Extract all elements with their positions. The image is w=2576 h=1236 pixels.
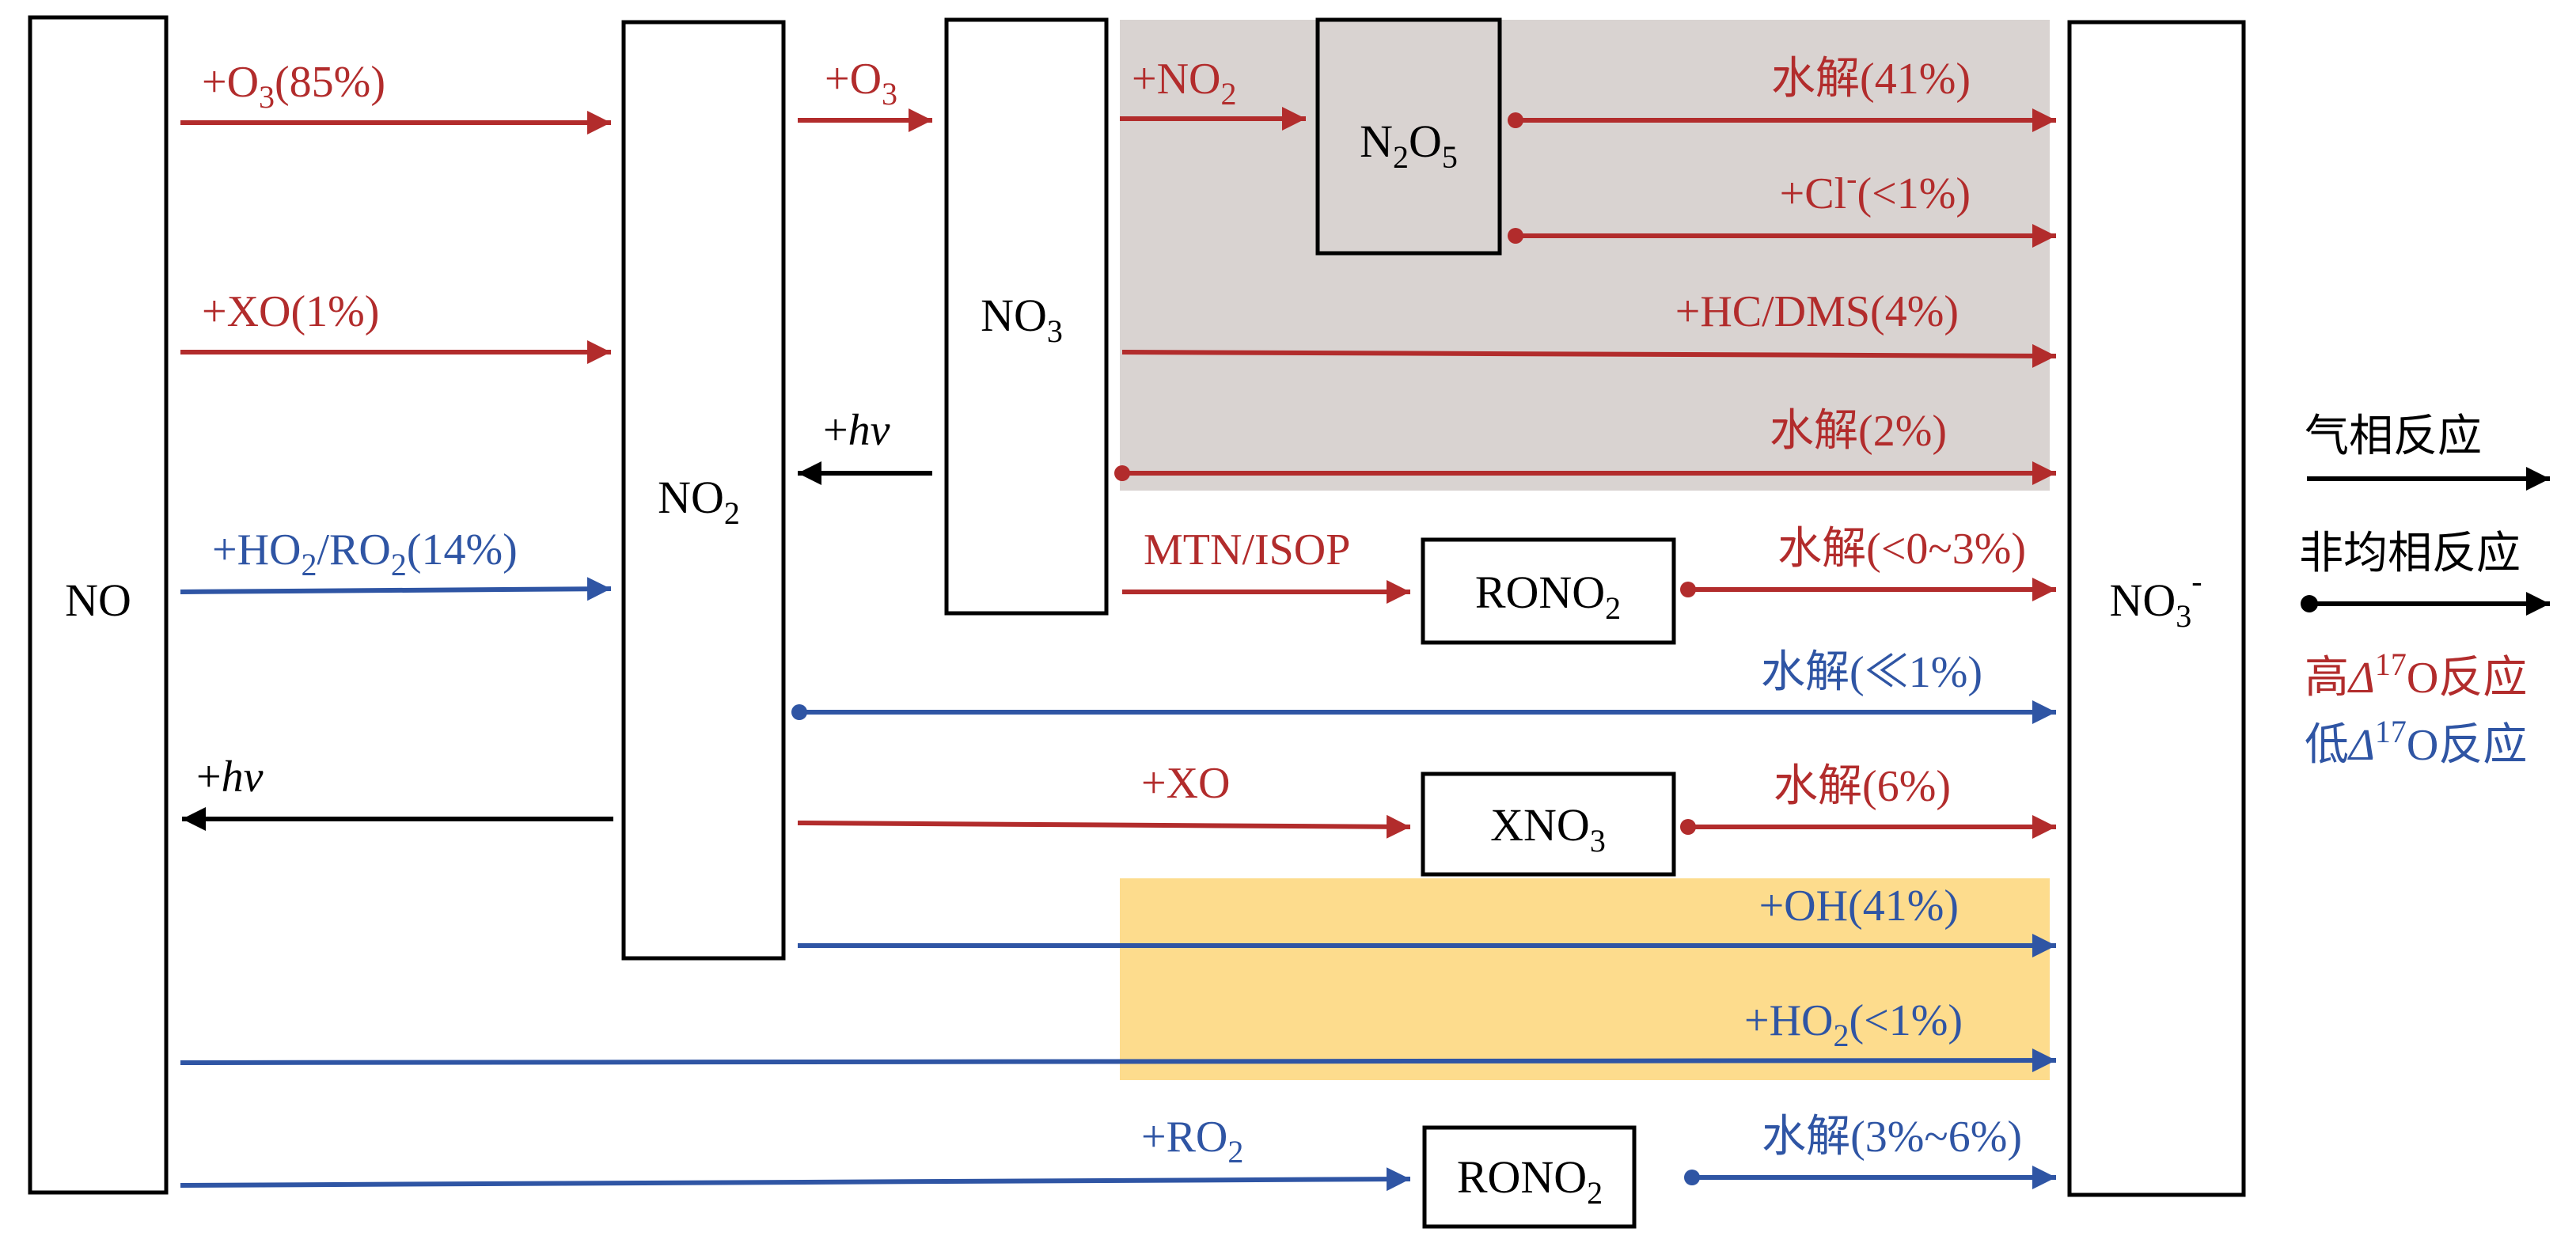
legend-high-d17o: 高Δ17O反应 [2305,646,2527,703]
species-rono2-lower-label: RONO2 [1457,1151,1603,1211]
species-no-label: NO [65,574,131,626]
hetero-dot-no2-hydrolysis [791,704,807,720]
species-nitrate-label: NO3- [2109,563,2202,634]
hetero-dot-n2o5-cl [1508,228,1523,244]
arrow-no2-to-xno3 [797,814,1411,839]
species-n2o5-box: N2O5 [1315,17,1502,256]
species-nitrate-box: NO3- [2067,20,2246,1197]
species-no3-label: NO3 [981,290,1063,349]
hetero-dot-n2o5-hydrolysis [1508,112,1523,128]
legend-heterogeneous-label: 非均相反应 [2299,529,2521,578]
species-rono2-box: RONO2 [1421,537,1676,645]
label-hydrolysis-2: 水解(2%) [1770,407,1947,456]
label-hc-dms-4: +HC/DMS(4%) [1675,287,1959,336]
hetero-dot-rono2-hydrolysis [1680,582,1696,597]
label-mtn-isop: MTN/ISOP [1144,525,1350,574]
hetero-dot-xno3-hydrolysis [1680,819,1696,835]
legend: 气相反应 非均相反应 高Δ17O反应 低Δ17O反应 [2299,412,2550,770]
species-rono2-label: RONO2 [1475,567,1621,626]
arrow-no-to-no2-ho2-ro2 [180,577,612,601]
label-hydrolysis-3-6: 水解(3%~6%) [1762,1113,2022,1162]
label-xo: +XO [1141,759,1230,808]
arrow-no3-hc-dms [1121,343,2057,368]
label-ho2-ro2-14: +HO2/RO2(14%) [212,525,518,582]
label-hydrolysis-41: 水解(41%) [1771,55,1971,104]
hetero-dot-no3-hydrolysis [1114,465,1130,481]
label-oh-41: +OH(41%) [1759,882,1959,931]
label-xo-1: +XO(1%) [202,287,379,336]
label-o3-85: +O3(85%) [202,58,385,115]
label-no2-add: +NO2 [1132,55,1236,112]
label-hydrolysis-6: 水解(6%) [1774,762,1951,811]
yellow-region [1120,878,2050,1080]
label-ho2: +HO2(<1%) [1744,996,1963,1053]
legend-low-d17o: 低Δ17O反应 [2305,714,2527,770]
hetero-dot-rono2-lower-hydrolysis [1684,1170,1700,1185]
species-no-box: NO [28,15,169,1195]
label-hydrolysis-0-3: 水解(<0~3%) [1777,525,2026,574]
gray-heterogeneous-region [1120,20,2050,491]
label-hv-left: +hv [196,753,264,802]
label-cl: +Cl-(<1%) [1780,161,1971,218]
species-n2o5-label: N2O5 [1360,116,1458,175]
species-no2-label: NO2 [658,472,740,531]
legend-gas-phase-label: 气相反应 [2305,412,2482,461]
species-no3-box: NO3 [944,17,1109,616]
label-ro2: +RO2 [1141,1113,1243,1170]
label-hydrolysis-ll1: 水解(≪1%) [1761,648,1982,697]
legend-heterogeneous-dot [2301,595,2318,612]
species-rono2-box-lower: RONO2 [1422,1125,1637,1229]
species-no2-box: NO2 [621,20,786,961]
species-xno3-label: XNO3 [1490,799,1606,859]
label-hv-mid: +hv [823,406,890,455]
arrow-no-to-rono2-ro2 [180,1167,1411,1192]
label-o3: +O3 [825,55,897,112]
arrow-no-ho2 [180,1048,2057,1073]
species-xno3-box: XNO3 [1421,772,1676,877]
